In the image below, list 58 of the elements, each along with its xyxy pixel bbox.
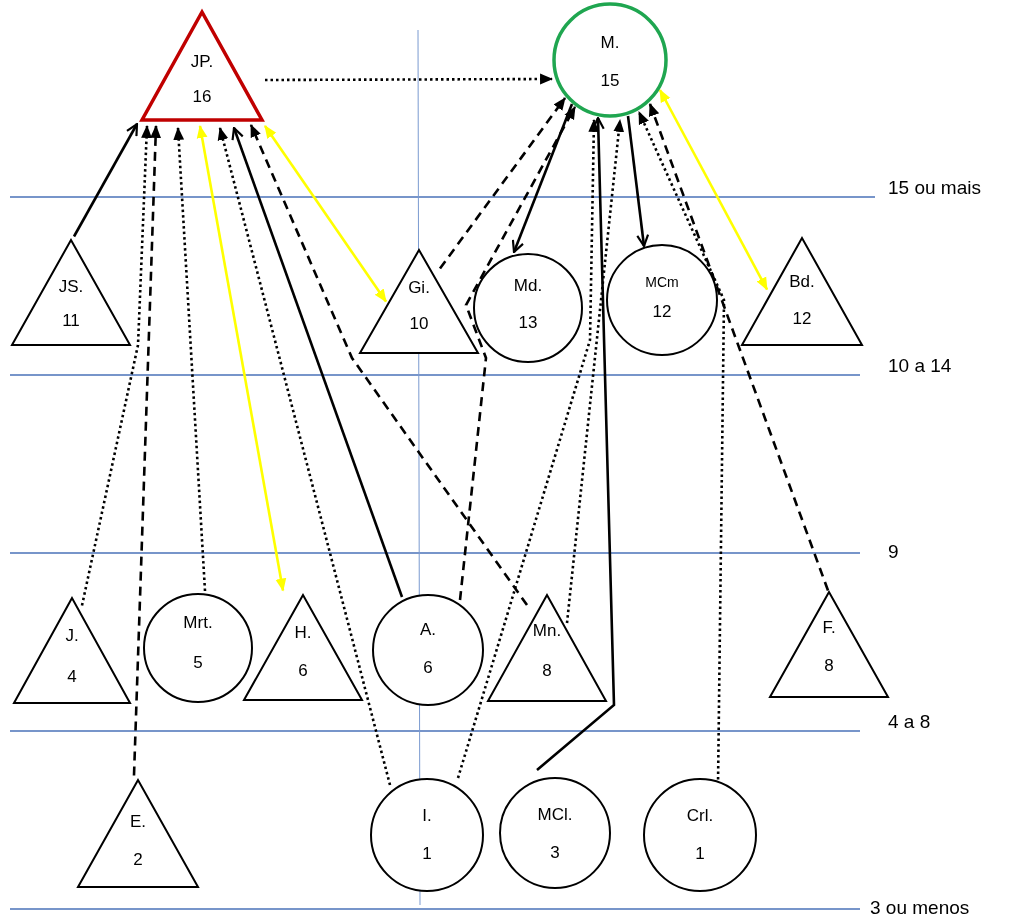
node-score: 12 — [652, 302, 672, 322]
node-score: 5 — [193, 653, 203, 673]
node-score: 10 — [409, 314, 429, 334]
arrow — [132, 124, 161, 776]
node-score: 13 — [518, 313, 538, 333]
node-name: Bd. — [789, 272, 815, 292]
arrow — [196, 124, 287, 592]
node-name: MCl. — [537, 805, 573, 825]
arrow — [536, 116, 616, 771]
arrow — [72, 122, 139, 238]
level-label: 3 ou menos — [870, 897, 970, 919]
arrow — [231, 126, 404, 598]
node-score: 16 — [192, 87, 212, 107]
level-label: 10 a 14 — [888, 355, 952, 377]
arrow — [249, 124, 529, 606]
node-name: JS. — [58, 277, 84, 297]
node-score: 4 — [67, 667, 77, 687]
arrow — [511, 103, 574, 254]
node-name: E. — [129, 812, 147, 832]
node-score: 2 — [133, 850, 143, 870]
arrow — [217, 126, 392, 786]
arrow — [263, 125, 388, 303]
node-name: Md. — [513, 276, 543, 296]
arrow — [438, 97, 567, 270]
node-name: Gi. — [408, 278, 430, 298]
arrow — [173, 126, 207, 592]
arrow — [648, 103, 830, 591]
node-score: 1 — [695, 844, 705, 864]
node-name: H. — [294, 623, 312, 643]
arrow — [565, 118, 625, 624]
node-score: 8 — [542, 661, 552, 681]
node-name: JP. — [190, 52, 214, 72]
node-name: I. — [422, 806, 432, 826]
arrow — [265, 73, 554, 85]
node-name: J. — [65, 626, 79, 646]
level-label: 4 a 8 — [888, 711, 931, 733]
node-name: F. — [822, 618, 836, 638]
node-score: 11 — [62, 311, 80, 331]
node-name: Crl. — [686, 806, 714, 826]
node-name: Mn. — [532, 621, 562, 641]
node-score: 6 — [423, 658, 433, 678]
node-score: 12 — [792, 309, 812, 329]
arrow — [458, 106, 577, 601]
node-name: Mrt. — [183, 613, 213, 633]
node-score: 1 — [422, 844, 432, 864]
level-label: 15 ou mais — [888, 177, 981, 199]
arrow — [80, 124, 152, 606]
node-name: A. — [419, 620, 437, 640]
node-score: 15 — [600, 71, 620, 91]
node-score: 3 — [550, 843, 560, 863]
node-name: MCm — [645, 273, 679, 292]
level-label: 9 — [888, 541, 899, 563]
arrow — [626, 115, 650, 248]
node-name: M. — [600, 33, 620, 53]
node-score: 8 — [824, 656, 834, 676]
node-score: 6 — [298, 661, 308, 681]
arrow — [456, 118, 600, 779]
arrow — [658, 89, 769, 291]
